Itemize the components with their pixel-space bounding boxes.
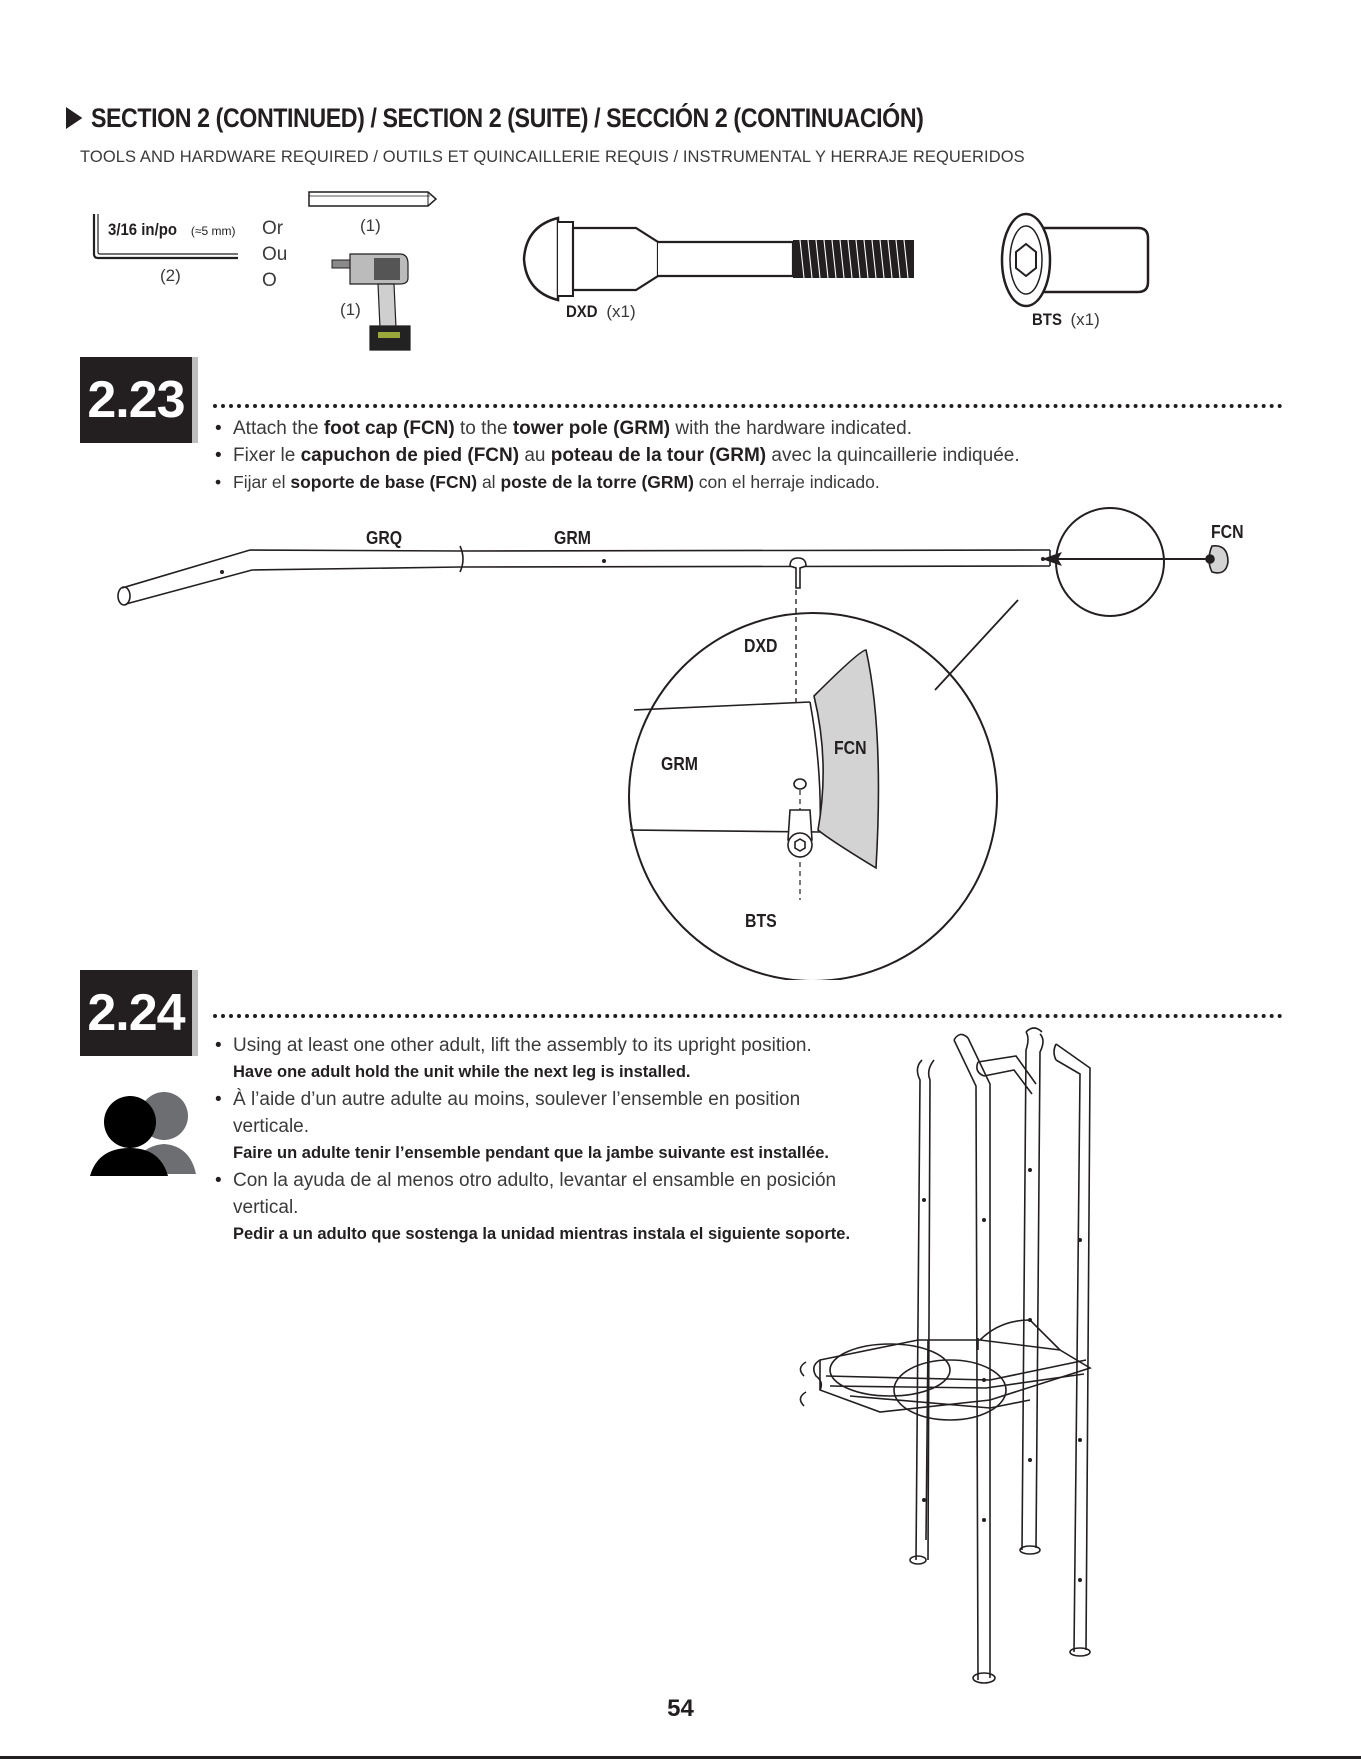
- text: Using at least one other adult, lift the…: [233, 1035, 812, 1056]
- step-divider: [213, 404, 1283, 408]
- text: al: [477, 472, 501, 492]
- label-grq: GRQ: [366, 528, 403, 548]
- foot-cap-assembly-diagram: [117, 507, 1229, 980]
- text: Fijar el: [233, 472, 291, 492]
- upright-tower-assembly-diagram: [799, 1027, 1092, 1684]
- text: to the: [454, 418, 513, 439]
- power-drill-qty: (1): [340, 300, 361, 319]
- dxd-label: DXD (x1): [566, 302, 636, 322]
- step-2-23-instructions: Attach the foot cap (FCN) to the tower p…: [213, 415, 1113, 496]
- hex-key-icon: [92, 214, 238, 260]
- page-number: 54: [667, 1695, 694, 1722]
- footer-rule: [0, 1756, 1361, 1759]
- tools-subtitle: TOOLS AND HARDWARE REQUIRED / OUTILS ET …: [80, 148, 1025, 166]
- instruction-es: Fijar el soporte de base (FCN) al poste …: [213, 469, 1113, 496]
- hex-key-size: 3/16 in/po: [108, 220, 178, 239]
- hex-bit-icon: [308, 191, 438, 207]
- text: Fixer le: [233, 445, 301, 466]
- part-name: poteau de la tour (GRM): [550, 445, 767, 466]
- instruction-en: Using at least one other adult, lift the…: [213, 1032, 853, 1086]
- label-dxd-detail: DXD: [744, 636, 778, 656]
- step-2-24-instructions: Using at least one other adult, lift the…: [213, 1032, 853, 1248]
- power-drill-icon: [331, 253, 411, 351]
- bts-qty: (x1): [1070, 310, 1100, 329]
- bts-label: BTS (x1): [1032, 310, 1100, 330]
- safety-note: Have one adult hold the unit while the n…: [233, 1063, 691, 1081]
- or-labels: Or Ou O: [262, 216, 287, 294]
- step-number-2-24: 2.24: [80, 970, 198, 1056]
- text: con el herraje indicado.: [693, 472, 880, 492]
- text: À l’aide d’un autre adulte au moins, sou…: [233, 1089, 801, 1137]
- text: Attach the: [233, 418, 324, 439]
- safety-note: Pedir a un adulto que sostenga la unidad…: [233, 1225, 851, 1243]
- instruction-fr: Fixer le capuchon de pied (FCN) au potea…: [213, 442, 1113, 469]
- or-es: O: [262, 270, 277, 291]
- label-fcn-detail: FCN: [834, 738, 867, 758]
- instruction-es: Con la ayuda de al menos otro adulto, le…: [213, 1167, 853, 1248]
- label-bts-detail: BTS: [745, 911, 777, 931]
- hex-key-qty: (2): [160, 266, 181, 285]
- step-divider: [213, 1014, 1283, 1018]
- text: avec la quincaillerie indiquée.: [766, 445, 1020, 466]
- hex-key-metric: (≈5 mm): [190, 224, 236, 238]
- part-name: foot cap (FCN): [323, 418, 455, 439]
- label-grm-detail: GRM: [661, 754, 698, 774]
- hex-bit-qty: (1): [360, 216, 381, 235]
- part-name: poste de la torre (GRM): [500, 472, 694, 492]
- or-en: Or: [262, 218, 284, 239]
- safety-note: Faire un adulte tenir l’ensemble pendant…: [233, 1144, 830, 1162]
- text: au: [519, 445, 551, 466]
- section-title-text: SECTION 2 (CONTINUED) / SECTION 2 (SUITE…: [90, 103, 924, 133]
- step-number-2-23: 2.23: [80, 357, 198, 443]
- instruction-fr: À l’aide d’un autre adulte au moins, sou…: [213, 1086, 853, 1167]
- play-triangle-icon: [66, 107, 83, 129]
- part-name: capuchon de pied (FCN): [300, 445, 520, 466]
- part-name: soporte de base (FCN): [290, 472, 478, 492]
- dxd-code: DXD: [566, 302, 598, 321]
- bts-barrel-nut-icon: [1000, 212, 1150, 308]
- section-title: SECTION 2 (CONTINUED) / SECTION 2 (SUITE…: [66, 103, 924, 134]
- two-people-icon: [90, 1092, 196, 1176]
- label-fcn: FCN: [1211, 522, 1244, 542]
- or-fr: Ou: [262, 244, 288, 265]
- dxd-bolt-icon: [522, 216, 914, 302]
- text: with the hardware indicated.: [670, 418, 912, 439]
- label-grm: GRM: [554, 528, 591, 548]
- text: Con la ayuda de al menos otro adulto, le…: [233, 1170, 837, 1218]
- instruction-en: Attach the foot cap (FCN) to the tower p…: [213, 415, 1113, 442]
- dxd-qty: (x1): [606, 302, 636, 321]
- hex-key-label: 3/16 in/po (≈5 mm): [108, 220, 235, 240]
- part-name: tower pole (GRM): [512, 418, 671, 439]
- bts-code: BTS: [1032, 310, 1062, 329]
